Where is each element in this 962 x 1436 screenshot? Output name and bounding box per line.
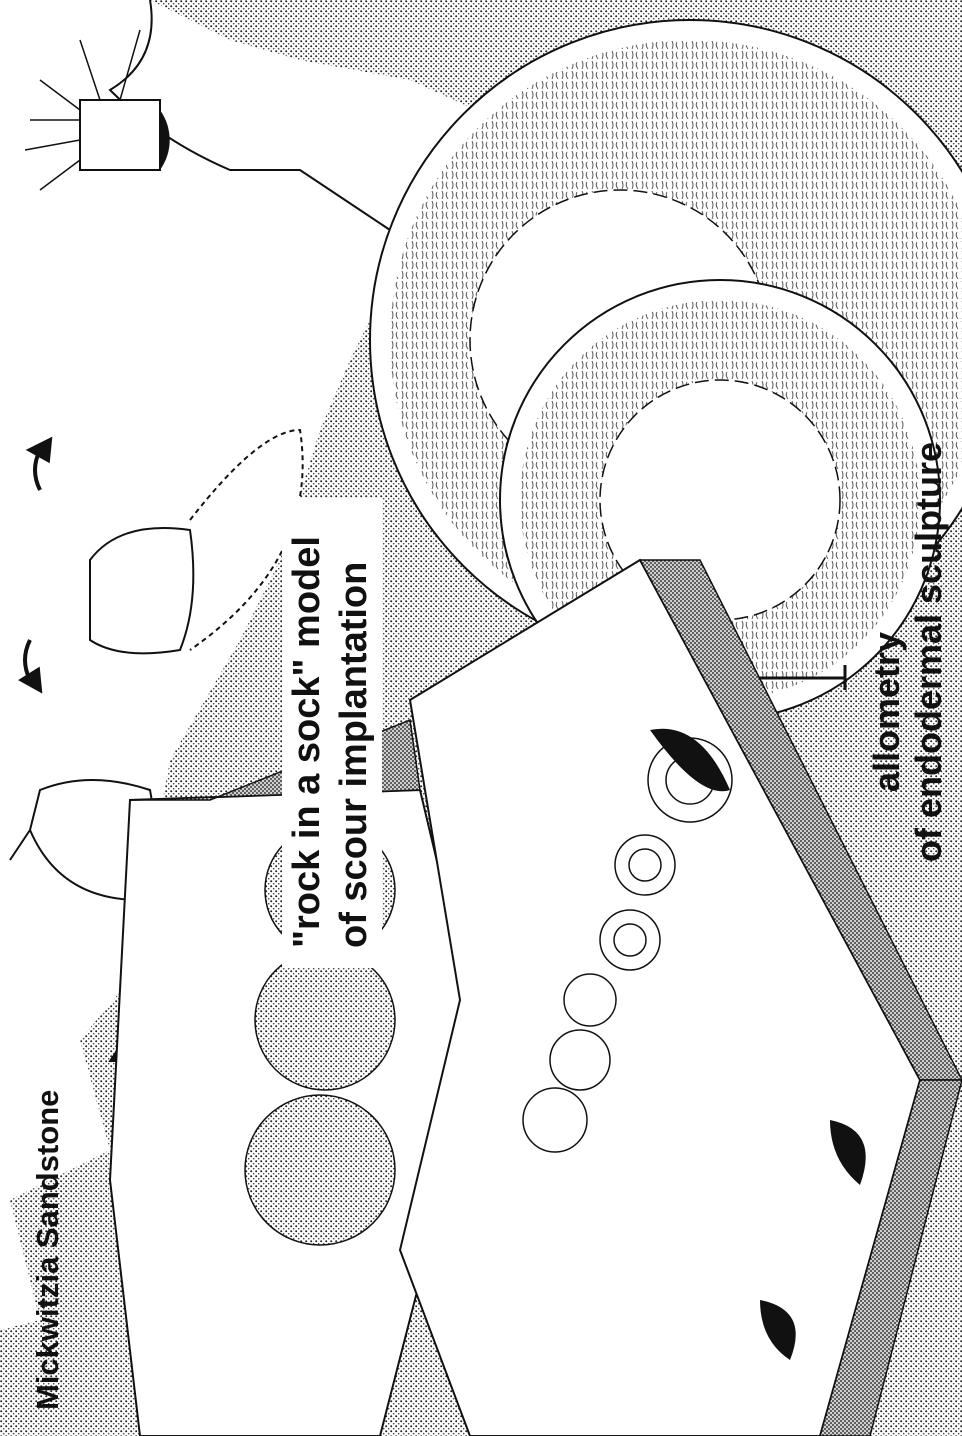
model-title-line2: of scour implantation — [333, 562, 376, 948]
model-title-line1: "rock in a sock" model — [286, 536, 329, 948]
allometry-label-line1: allometry — [866, 632, 908, 792]
allometry-label-line2: of endodermal sculpture — [908, 442, 950, 862]
formation-label: Mickwitzia Sandstone — [30, 1090, 66, 1410]
organism-top — [25, 30, 170, 190]
current-arrows — [22, 440, 128, 1090]
